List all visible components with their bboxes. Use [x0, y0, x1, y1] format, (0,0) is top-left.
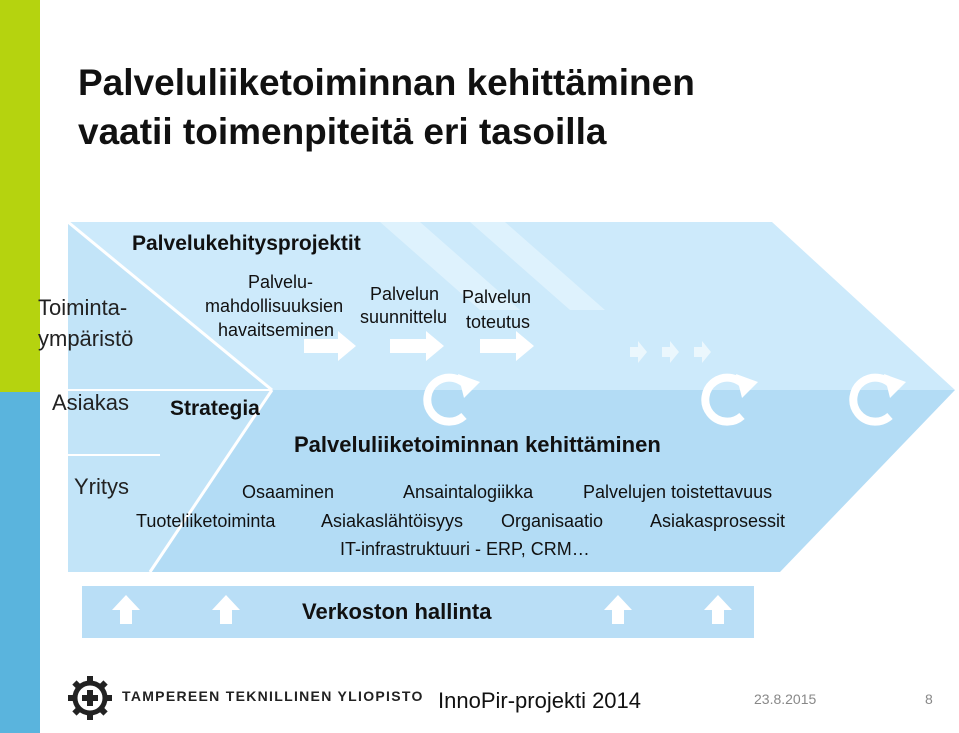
side-label-asiakas: Asiakas — [52, 390, 130, 415]
step1-line1: Palvelu- — [248, 272, 314, 292]
project-band-heading: Palvelukehitysprojektit — [132, 232, 361, 255]
page-title: Palveluliiketoiminnan kehittäminen vaati… — [78, 58, 948, 156]
development-heading: Palveluliiketoiminnan kehittäminen — [294, 432, 661, 457]
blue-accent-stripe — [0, 392, 40, 733]
side-panel — [68, 222, 272, 572]
arrow-right-icon — [694, 341, 711, 363]
dev-item-palvelujen-toistettavuus: Palvelujen toistettavuus — [583, 482, 773, 502]
arrow-right-icon — [480, 331, 534, 361]
step2-line1: Palvelun — [370, 284, 440, 304]
network-box — [82, 586, 754, 638]
arrow-right-icon — [304, 331, 356, 361]
side-label-yritys: Yritys — [74, 474, 129, 499]
dev-item-organisaatio: Organisaatio — [501, 511, 604, 531]
dev-item-asiakasprosessit: Asiakasprosessit — [650, 511, 786, 531]
dev-item-asiakaslahtoisyys: Asiakaslähtöisyys — [321, 511, 464, 531]
cycle-arrow-icon — [423, 373, 480, 426]
title-line-1: Palveluliiketoiminnan kehittäminen — [78, 62, 695, 103]
chevron-separator — [470, 222, 605, 310]
step1-line3: havaitseminen — [218, 320, 335, 340]
footer-project: InnoPir-projekti 2014 — [438, 688, 642, 713]
step3-line2: toteutus — [466, 312, 531, 332]
side-label-toimintaymparisto-1: Toiminta- — [38, 295, 128, 320]
arrow-right-icon — [630, 341, 647, 363]
arrow-right-icon — [662, 341, 679, 363]
green-accent-stripe — [0, 0, 40, 392]
step1-line2: mahdollisuuksien — [205, 296, 344, 316]
footer-date: 23.8.2015 — [754, 691, 817, 707]
dev-item-osaaminen: Osaaminen — [242, 482, 335, 502]
step2-line2: suunnittelu — [360, 307, 448, 327]
strategy-band — [150, 390, 955, 572]
side-label-toimintaymparisto-2: ympäristö — [38, 326, 134, 351]
dev-item-ansaintalogiikka: Ansaintalogiikka — [403, 482, 534, 502]
strategy-label: Strategia — [170, 397, 260, 420]
arrow-right-icon — [390, 331, 444, 361]
gear-logo-icon — [68, 676, 112, 720]
dev-item-it-infrastruktuuri: IT-infrastruktuuri - ERP, CRM… — [340, 539, 590, 559]
step3-line1: Palvelun — [462, 287, 532, 307]
university-name: TAMPEREEN TEKNILLINEN YLIOPISTO — [122, 688, 424, 704]
title-line-2: vaatii toimenpiteitä eri tasoilla — [78, 111, 607, 152]
separator-line — [148, 389, 274, 573]
cycle-arrow-icon — [701, 373, 758, 426]
page-number: 8 — [925, 691, 933, 707]
network-label: Verkoston hallinta — [302, 599, 492, 624]
chevron-separator — [380, 222, 520, 310]
dev-item-tuoteliiketoiminta: Tuoteliiketoiminta — [136, 511, 276, 531]
separator-line — [67, 220, 273, 392]
cycle-arrow-icon — [849, 373, 906, 426]
